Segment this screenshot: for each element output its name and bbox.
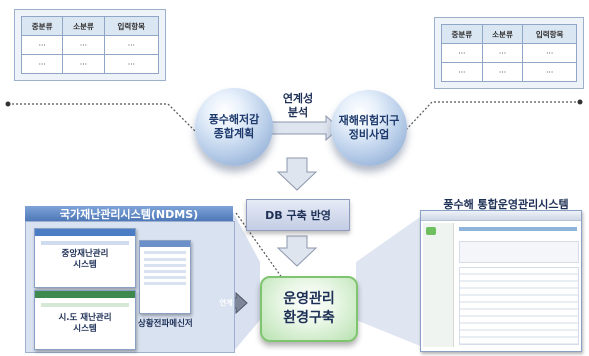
ndms-link-label: 연계 [219,299,233,307]
central-system-screen: 중앙재난관리 시스템 [34,228,136,288]
right-sphere-line2: 정비사업 [348,128,390,141]
messenger-label: 상황전파메신저 [138,319,193,329]
right-system-wedge [356,210,430,350]
central-system-line1: 중앙재난관리 [61,249,109,259]
messenger-screen [139,240,191,314]
ndms-wedge [233,212,260,352]
right-system-title: 풍수해 통합운영관리시스템 [443,198,569,211]
local-system-line1: 시.도 재난관리 [58,313,112,323]
local-system-screen: 시.도 재난관리 시스템 [34,290,136,350]
table-header: 소분류 [62,16,105,36]
ndms-panel: 중앙재난관리 시스템 시.도 재난관리 시스템 상황전파메신저 [25,221,235,353]
right-connector-dot [577,99,583,105]
local-system-line2: 시스템 [73,324,97,334]
right-connector [403,101,580,133]
ndms-title-text: 국가재난관리시스템(NDMS) [59,207,199,221]
table-header: 소분류 [481,24,524,44]
table-header: 입력항목 [522,24,577,44]
left-connector-dot [5,101,11,107]
db-box-label: DB 구축 반영 [265,209,331,222]
left-connector [8,103,197,133]
table-cell: ··· [62,54,105,74]
left-sphere-line1: 풍수해저감 [208,113,260,126]
down-arrow-2 [276,235,318,267]
ndms-title: 국가재난관리시스템(NDMS) [25,206,233,221]
central-system-line2: 시스템 [73,260,97,270]
right-input-table: 중분류 소분류 입력항목 ··· ··· ··· ··· ··· ··· [434,17,584,89]
table-cell: ··· [103,54,160,74]
down-arrow-1 [276,157,318,191]
main-box-line2: 환경구축 [283,310,335,326]
main-box-line1: 운영관리 [283,291,335,307]
main-box: 운영관리 환경구축 [260,276,358,342]
right-sphere-line1: 재해위험지구 [338,114,400,127]
link-label-line2: 분석 [287,106,309,119]
table-header: 입력항목 [103,16,160,36]
table-cell: ··· [481,62,524,82]
right-sphere: 재해위험지구 정비사업 [331,90,407,166]
table-cell: ··· [20,54,64,74]
right-system-screen [420,210,582,352]
link-label: 연계성 분석 [276,92,320,120]
table-cell: ··· [103,35,160,55]
table-cell: ··· [522,62,577,82]
left-sphere: 풍수해저감 종합계획 [195,88,273,166]
left-sphere-line2: 종합계획 [213,127,255,140]
left-input-table: 중분류 소분류 입력항목 ··· ··· ··· ··· ··· ··· [14,9,166,81]
db-box: DB 구축 반영 [246,199,350,231]
link-label-line1: 연계성 [282,92,314,105]
